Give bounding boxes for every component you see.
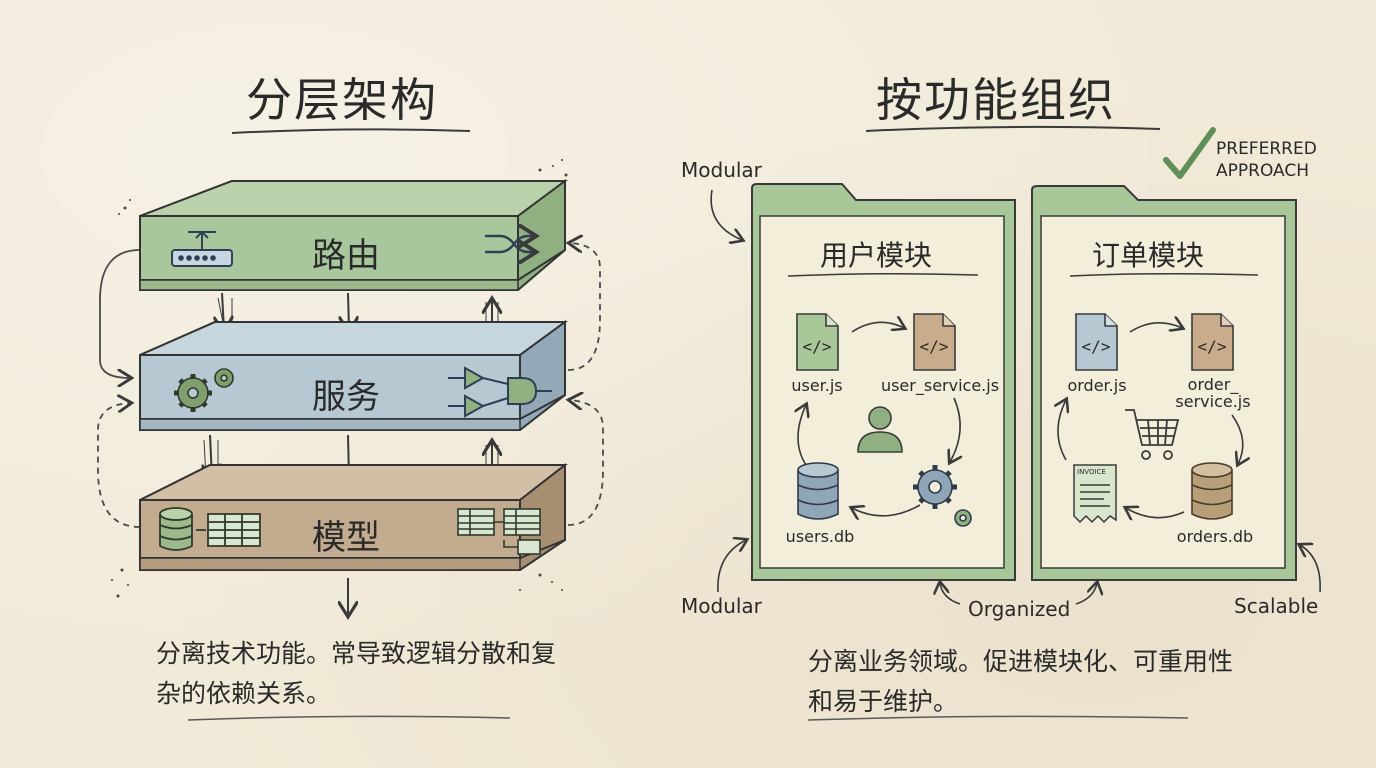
invoice-label: INVOICE [1077, 468, 1106, 476]
tag-modular-top: Modular [681, 158, 762, 182]
routing-layer-label: 路由 [312, 236, 380, 276]
user-module-title: 用户模块 [820, 239, 933, 272]
svg-text:</>: </> [1082, 337, 1111, 356]
users-db-icon [797, 462, 839, 520]
shuffle-icon [484, 236, 534, 252]
order-module-flow-arrows [1058, 323, 1243, 518]
order-js-label: order.js [1067, 376, 1127, 395]
tag-modular-bottom: Modular [681, 594, 762, 618]
left-title-underline [231, 128, 471, 134]
left-description: 分离技术功能。常导致逻辑分散和复杂的依赖关系。 [156, 639, 557, 708]
service-layer [139, 320, 569, 431]
user-service-file-icon: </> [913, 313, 956, 371]
user-service-label: user_service.js [880, 376, 1000, 395]
gears-icon [174, 368, 234, 412]
order-service-label: order_ service.js [1175, 375, 1251, 411]
shopping-cart-icon [1125, 409, 1180, 460]
left-side-connector-bottom [97, 403, 141, 528]
svg-text:</>: </> [920, 337, 949, 356]
table-relation-icon [457, 508, 541, 555]
users-db-label: users.db [785, 527, 855, 546]
right-description: 分离业务领域。促进模块化、可重用性和易于维护。 [808, 647, 1234, 716]
routing-layer [139, 179, 569, 291]
order-module-title: 订单模块 [1092, 239, 1205, 272]
left-description-underline [187, 715, 511, 721]
database-table-icon [159, 507, 261, 551]
model-layer-label: 模型 [312, 518, 380, 558]
logic-gates-icon [448, 366, 552, 418]
invoice-icon [1073, 464, 1117, 524]
preferred-badge: PREFERRED APPROACH [1216, 139, 1317, 181]
user-module-flow-arrows [798, 322, 960, 515]
svg-text:</>: </> [803, 337, 832, 356]
tag-organized: Organized [968, 597, 1071, 621]
right-title: 按功能组织 [876, 73, 1116, 127]
orders-db-label: orders.db [1176, 527, 1254, 546]
orders-db-icon [1191, 462, 1233, 520]
user-js-file-icon: </> [796, 313, 839, 371]
right-side-connector-bottom [568, 400, 604, 526]
right-description-underline [807, 715, 1189, 721]
order-service-file-icon: </> [1191, 313, 1234, 371]
router-icon [171, 231, 233, 267]
checkmark-icon [1163, 127, 1216, 179]
user-avatar-icon [857, 406, 903, 453]
tag-scalable: Scalable [1234, 594, 1319, 618]
right-side-connector-top [568, 243, 601, 371]
user-js-label: user.js [791, 376, 843, 395]
ink-speckles [111, 159, 568, 598]
svg-text:</>: </> [1198, 337, 1227, 356]
tag-arrows [710, 189, 1321, 605]
right-title-underline [865, 125, 1161, 132]
user-service-gear-icon [913, 465, 972, 527]
left-side-connector-top [99, 249, 141, 378]
left-title: 分层架构 [246, 73, 438, 127]
service-layer-label: 服务 [312, 377, 380, 417]
order-js-file-icon: </> [1075, 313, 1118, 371]
